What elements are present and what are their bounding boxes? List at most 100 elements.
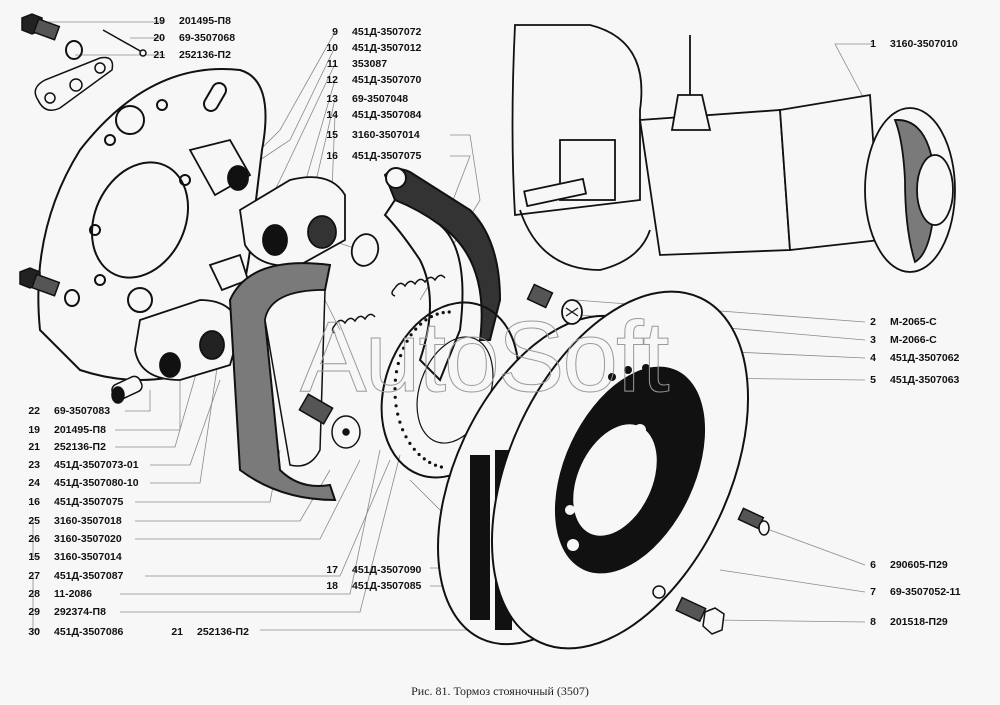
spring-upper <box>391 274 446 297</box>
callout-number: 18 <box>326 580 338 592</box>
washer-21 <box>65 40 83 60</box>
output-flange <box>916 154 954 226</box>
callout-number: 16 <box>326 150 338 162</box>
plate-hole <box>104 134 116 146</box>
drum-screw-hole <box>652 585 666 599</box>
callout-number: 15 <box>326 129 338 141</box>
part-number: 451Д-3507062 <box>890 352 960 364</box>
leader-line <box>32 576 40 631</box>
perforation-dot <box>435 312 439 316</box>
perforation-dot <box>417 452 421 457</box>
release-fork <box>523 177 588 208</box>
callout-number: 5 <box>870 374 876 386</box>
callout-number: 19 <box>153 15 165 27</box>
part-number: 69-3507048 <box>352 93 409 105</box>
perforation-dot <box>398 420 402 424</box>
perforation-dot <box>422 457 426 461</box>
callout-number: 2 <box>870 316 876 328</box>
part-number: 451Д-3507090 <box>352 564 422 576</box>
callout-number: 1 <box>870 38 876 50</box>
callout-16: 16 451Д-3507075 <box>320 150 421 162</box>
part-number: 451Д-3507075 <box>54 496 124 508</box>
callout-15: 15 3160-3507014 <box>320 129 420 141</box>
leader-line <box>115 359 201 448</box>
callout-number: 3 <box>870 334 876 346</box>
callout-number: 9 <box>332 26 338 38</box>
callout-number: 11 <box>326 58 338 70</box>
bolt-8 <box>675 596 725 635</box>
callout-number: 24 <box>28 477 40 489</box>
callout-number: 26 <box>28 533 40 545</box>
leader-line <box>32 521 40 558</box>
part-number: 353087 <box>352 58 388 70</box>
part-number: 69-3507052-11 <box>890 586 961 598</box>
brake-shoe-right <box>383 167 502 382</box>
plate-hole <box>179 174 191 186</box>
perforation-dot <box>441 311 445 315</box>
part-number: 290605-П29 <box>890 559 948 571</box>
drum-bolt-hole <box>567 539 579 551</box>
part-number: 252136-П2 <box>54 441 106 453</box>
part-number: 3160-3507014 <box>54 551 122 563</box>
drum-vent-dot <box>624 366 632 374</box>
drum-bolt-hole <box>644 459 656 471</box>
brake-drum <box>437 290 750 650</box>
plate-hole <box>115 105 145 135</box>
part-number: М-2065-С <box>890 316 937 328</box>
figure-caption: Рис. 81. Тормоз стояночный (3507) <box>411 684 589 698</box>
adjuster-housing <box>134 253 250 381</box>
callout-20: 20 69-3507068 <box>147 32 235 44</box>
expander-housing <box>188 138 346 267</box>
part-number: 69-3507068 <box>179 32 236 44</box>
backing-plate-center-hole <box>90 161 190 279</box>
part-number: 451Д-3507075 <box>352 150 422 162</box>
extension-housing <box>779 93 881 251</box>
callout-number: 15 <box>28 551 40 563</box>
callout-28: 28 11-2086 <box>22 588 92 600</box>
part-number: 451Д-3507073-01 <box>54 459 139 471</box>
perforation-dots <box>393 310 451 469</box>
part-number: 11-2086 <box>54 588 92 600</box>
perforation-dot <box>433 463 438 467</box>
drum-bolt-hole <box>565 505 575 515</box>
callout-number: 22 <box>28 405 40 417</box>
drum-bolt-hole <box>634 424 646 436</box>
callout-number: 23 <box>28 459 40 471</box>
part-number: 3160-3507010 <box>890 38 958 50</box>
part-number: 3160-3507018 <box>54 515 122 527</box>
clutch-cover <box>559 139 616 201</box>
perforation-dot <box>424 318 428 322</box>
part-number: 451Д-3507063 <box>890 374 960 386</box>
part-number: 451Д-3507086 <box>54 626 124 638</box>
leader-line <box>719 569 866 593</box>
part-number: 3160-3507014 <box>352 129 420 141</box>
perforation-dot <box>393 395 397 399</box>
perforation-dot <box>428 460 432 465</box>
screw-6 <box>737 507 770 536</box>
drum-stripe <box>470 455 490 620</box>
leader-line <box>145 459 391 577</box>
callout-number: 28 <box>28 588 40 600</box>
plate-hole <box>94 274 106 286</box>
callout-number: 27 <box>28 570 40 582</box>
part-number: 451Д-3507012 <box>352 42 422 54</box>
part-number: 201518-П29 <box>890 616 948 628</box>
callout-23: 23 451Д-3507073-01 <box>22 459 139 471</box>
parking-brake-lining-assembled <box>893 119 936 264</box>
bellhousing-curve <box>519 209 651 271</box>
drum-vent-dot <box>642 364 650 372</box>
perforation-dot <box>396 361 400 366</box>
callout-number: 20 <box>153 32 165 44</box>
perforation-dot <box>394 404 398 408</box>
